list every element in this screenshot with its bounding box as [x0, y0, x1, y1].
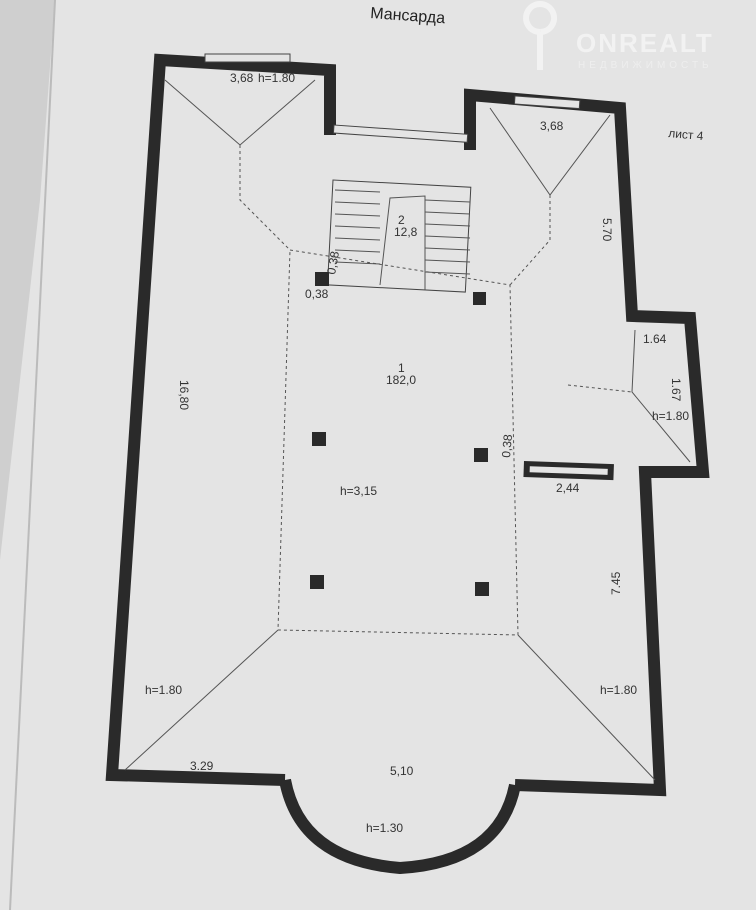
sheet-note: лист 4	[668, 126, 705, 143]
dimension-label: 5,10	[390, 764, 414, 778]
outer-wall	[105, 53, 336, 786]
columns	[310, 272, 489, 596]
watermark: ONREALT НЕДВИЖИМОСТЬ	[523, 1, 714, 71]
dimension-label: 3.29	[190, 759, 214, 773]
height-label: h=3,15	[340, 484, 377, 498]
height-label: h=1.80	[145, 683, 182, 697]
height-label: h=1.80	[652, 409, 689, 423]
room-number: 1	[398, 361, 405, 375]
dimension-label: 3,68	[540, 119, 564, 133]
watermark-subtitle: НЕДВИЖИМОСТЬ	[578, 60, 713, 71]
paper-edge	[9, 0, 56, 910]
page-title: Мансарда	[370, 5, 446, 27]
location-pin-icon	[523, 1, 558, 70]
room-area: 12,8	[394, 225, 418, 239]
room-number: 2	[398, 213, 405, 227]
dimension-label: 7.45	[609, 571, 623, 595]
dimension-label: 3,68	[230, 71, 254, 85]
dimension-label: 0,38	[305, 287, 329, 301]
dimension-label: 2,44	[556, 481, 580, 495]
dimension-label: 0,38	[324, 250, 342, 276]
window	[513, 95, 581, 110]
window	[204, 53, 291, 63]
staircase[interactable]: 2 12,8	[326, 179, 472, 293]
dimension-label: 1.64	[643, 332, 667, 346]
room-area: 182,0	[386, 373, 416, 387]
bay-window-wall	[279, 778, 521, 875]
roof-lines	[124, 79, 691, 781]
dimension-label: 16,80	[177, 380, 191, 410]
dimension-label: 5.70	[600, 218, 614, 242]
ventilation-duct-inner	[529, 466, 608, 475]
dimension-label: 0,38	[499, 433, 515, 458]
watermark-brand: ONREALT	[576, 28, 714, 58]
dimension-label: 1.67	[669, 378, 683, 402]
height-label: h=1.30	[366, 821, 403, 835]
height-label: h=1.80	[258, 71, 295, 85]
window	[332, 124, 469, 143]
height-label: h=1.80	[600, 683, 637, 697]
